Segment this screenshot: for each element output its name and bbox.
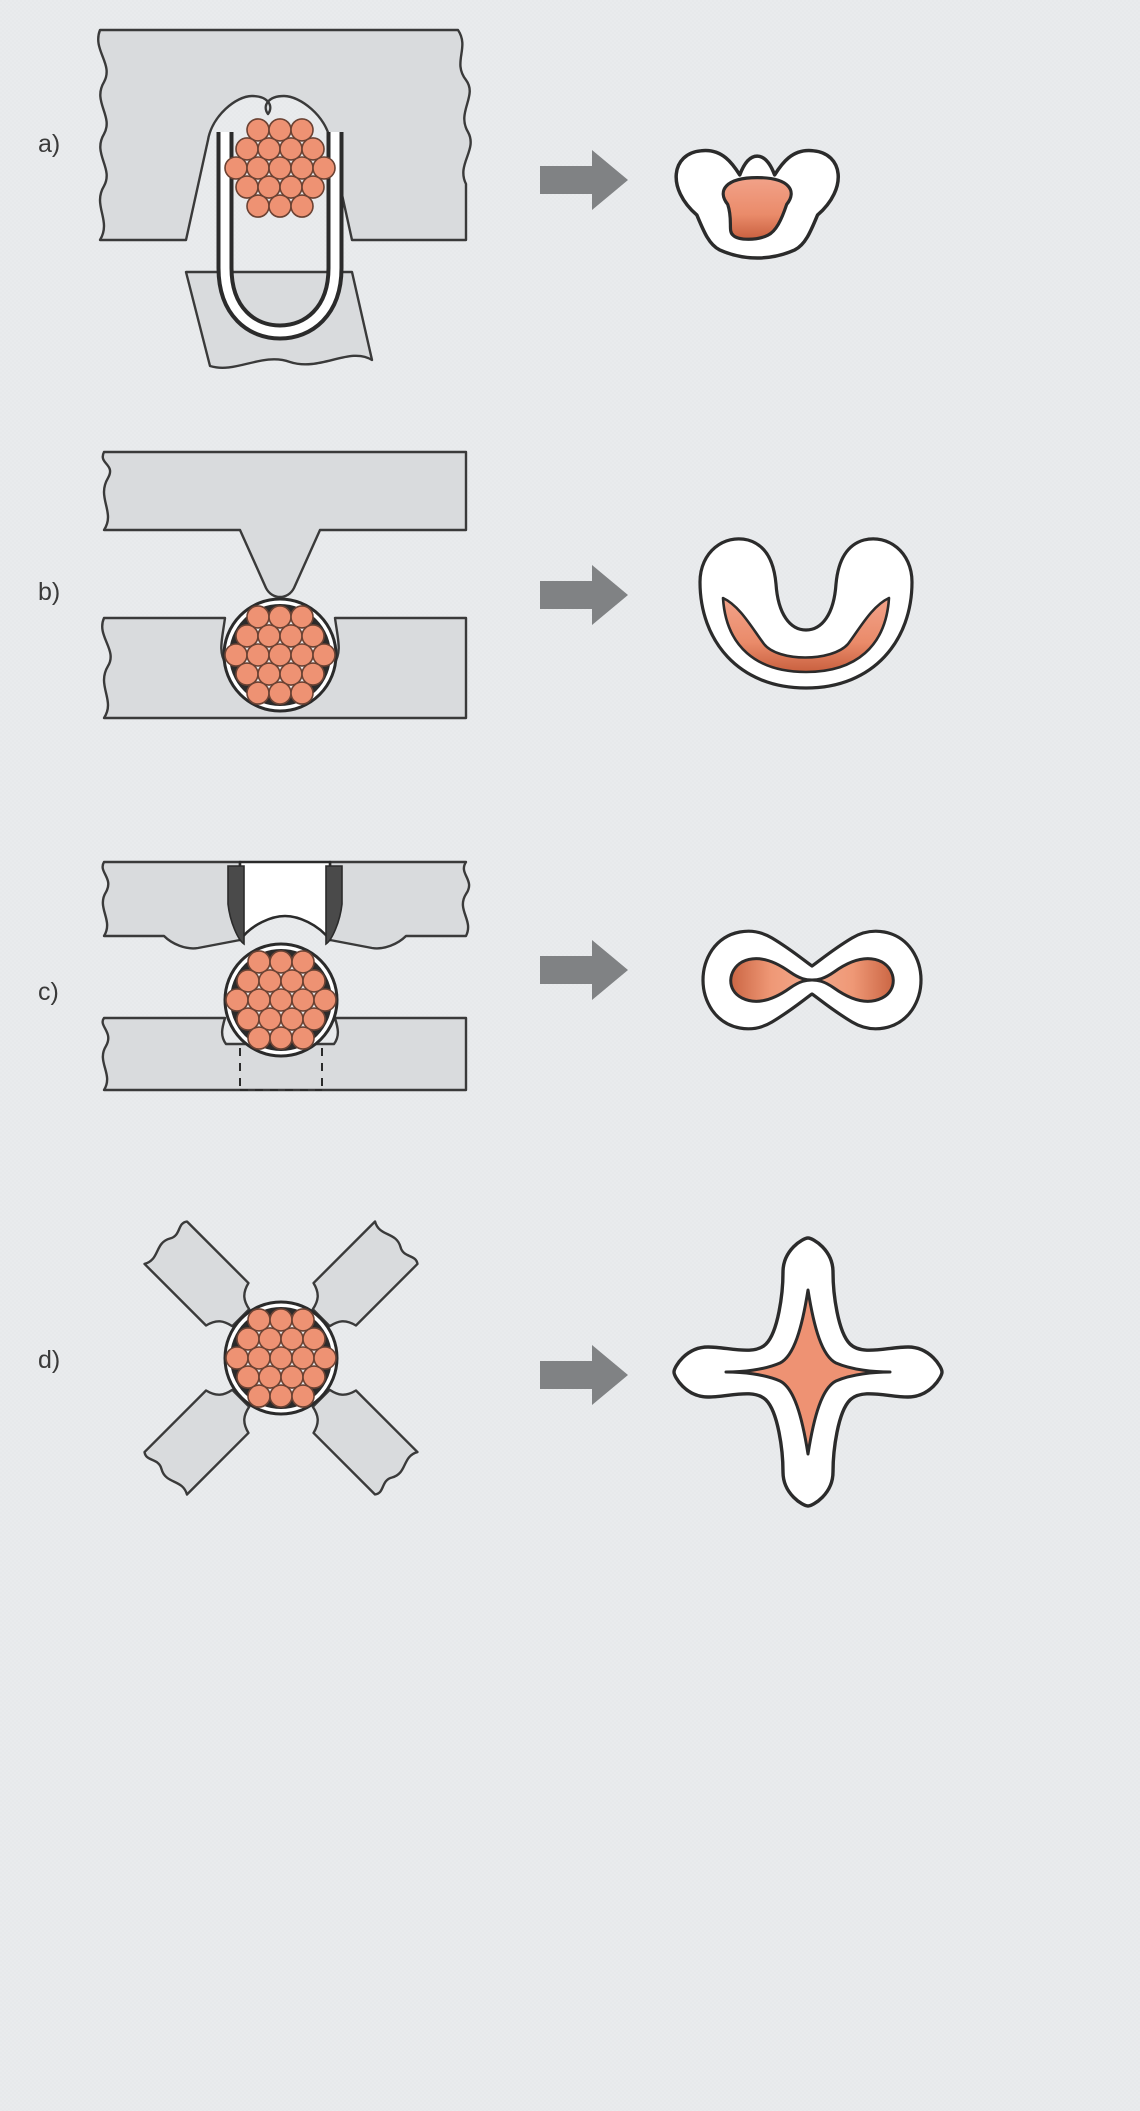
panel-c-indent-wedge-left	[227, 865, 245, 946]
panel-b-process	[101, 450, 468, 720]
panel-c-dashed-insert	[239, 1048, 323, 1091]
panel-a-result-core	[721, 175, 793, 241]
panel-b: b)	[38, 450, 914, 720]
panel-c-label: c)	[38, 978, 59, 1006]
panel-d: d)	[38, 1220, 944, 1508]
panel-c: c)	[38, 860, 923, 1092]
panel-d-die-top-left	[143, 1220, 251, 1328]
panel-c-indent-wedge-right	[325, 865, 343, 946]
panel-b-upper-punch	[101, 450, 468, 599]
panel-d-die-bottom-right	[311, 1220, 419, 1328]
panel-d-process	[143, 1220, 419, 1496]
panel-c-result	[701, 929, 923, 1031]
panel-d-label: d)	[38, 1346, 60, 1374]
panel-c-upper-right-die	[328, 860, 471, 950]
panel-b-result	[698, 537, 914, 690]
panel-a: a)	[38, 28, 840, 369]
panel-b-label: b)	[38, 578, 60, 606]
panel-a-barrel-inner	[220, 132, 340, 337]
panel-b-result-core	[721, 596, 891, 674]
panel-a-upper-die	[97, 28, 472, 242]
panel-c-process	[101, 860, 471, 1092]
panel-a-result	[674, 148, 840, 260]
panel-a-label: a)	[38, 130, 60, 158]
panel-c-upper-left-die	[101, 860, 242, 950]
panel-d-result	[672, 1236, 944, 1508]
panel-c-result-core	[729, 957, 895, 1003]
panel-d-result-core	[724, 1288, 892, 1456]
panel-d-die-bottom-left	[143, 1388, 251, 1496]
panel-d-die-top-right	[311, 1388, 419, 1496]
panel-a-process	[97, 28, 472, 369]
panel-a-lower-anvil	[184, 270, 374, 369]
